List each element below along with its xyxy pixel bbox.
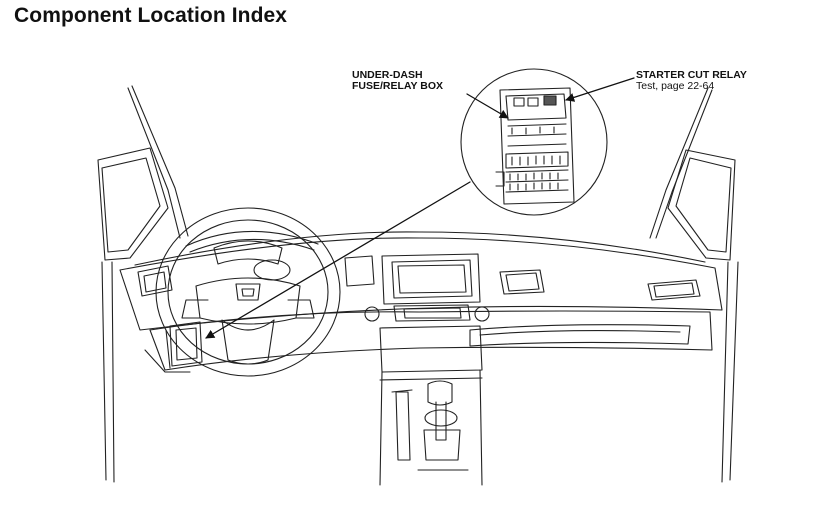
fuse-box-detail-circle (460, 68, 608, 216)
under-dash-fuse-relay-box-label: UNDER-DASH FUSE/RELAY BOX (352, 70, 443, 92)
starter-cut-relay-label: STARTER CUT RELAY Test, page 22-64 (636, 70, 747, 92)
starter-cut-relay-page-ref: Test, page 22-64 (636, 80, 715, 92)
page-title: Component Location Index (14, 4, 288, 27)
location-arrow (205, 181, 471, 339)
fuse-box-label-line2: FUSE/RELAY BOX (352, 80, 444, 92)
fuse-box-leader-line (466, 93, 509, 119)
starter-cut-relay-leader-line (565, 77, 635, 102)
center-console (379, 369, 483, 486)
door-frames (97, 147, 739, 483)
steering-wheel (155, 207, 341, 377)
under-dash-fuse-box-location (165, 321, 203, 369)
instrument-cluster (185, 230, 319, 281)
dashboard-panel (119, 231, 723, 373)
air-vents (137, 265, 701, 301)
windshield-pillars (127, 85, 713, 239)
fuse-box-label-line1: UNDER-DASH (352, 69, 423, 81)
center-stack (344, 253, 490, 373)
starter-cut-relay-name: STARTER CUT RELAY (636, 69, 747, 81)
leader-lines (205, 77, 635, 339)
